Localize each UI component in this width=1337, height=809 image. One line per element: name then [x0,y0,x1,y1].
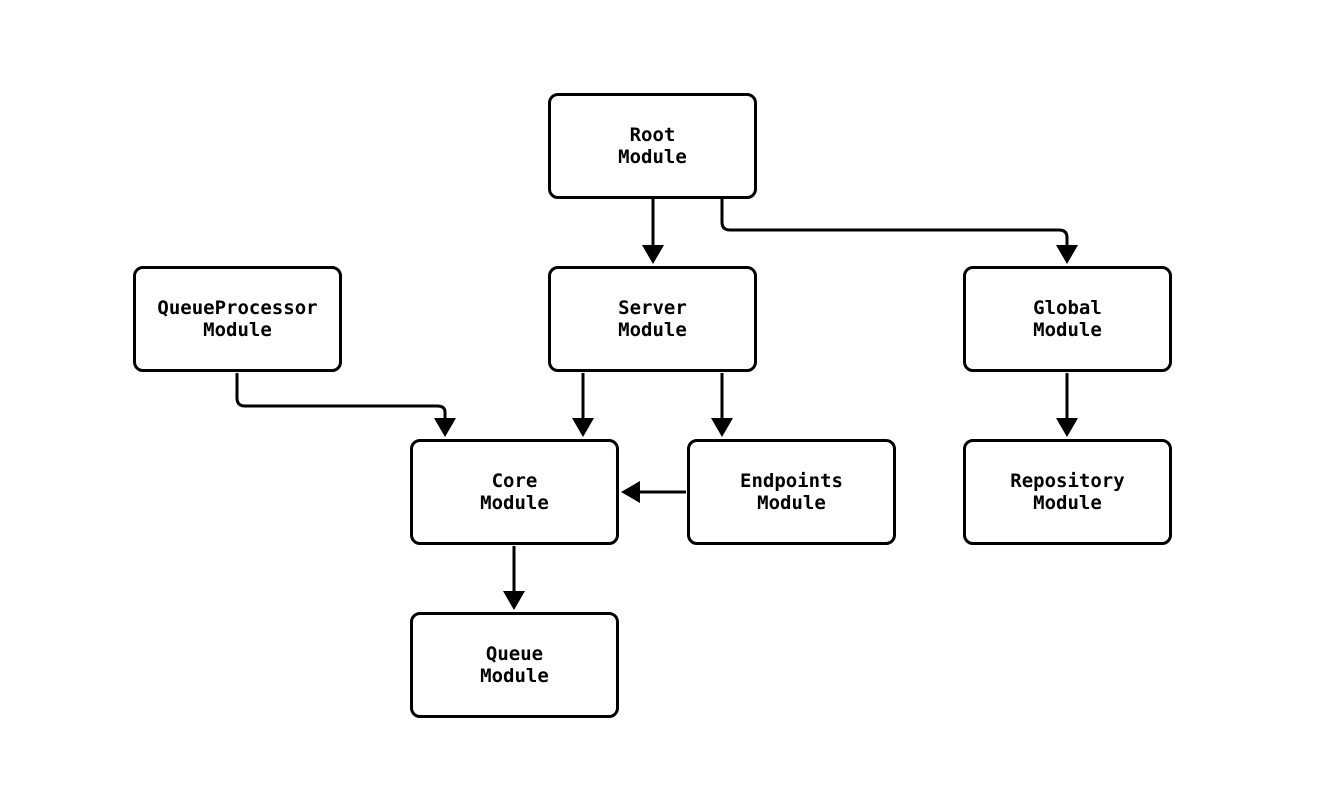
arrowhead [711,418,733,437]
edge-core-to-queue [503,546,525,610]
node-label: Global Module [1033,296,1102,341]
node-label: Server Module [618,296,687,341]
node-global-module[interactable]: Global Module [963,266,1172,372]
node-repository-module[interactable]: Repository Module [963,439,1172,545]
node-root-module[interactable]: Root Module [548,93,757,199]
arrowhead [503,591,525,610]
edge-global-to-repository [1056,373,1078,437]
arrowhead [572,418,594,437]
node-core-module[interactable]: Core Module [410,439,619,545]
edge-endpoints-to-core [621,481,686,503]
node-label: QueueProcessor Module [157,296,318,341]
node-label: Repository Module [1010,469,1125,514]
edge-queueprocessor-to-core [235,373,456,437]
node-queueprocessor-module[interactable]: QueueProcessor Module [133,266,342,372]
arrowhead [621,481,640,503]
node-endpoints-module[interactable]: Endpoints Module [687,439,896,545]
arrowhead [434,418,456,437]
arrowhead [642,245,664,264]
node-label: Endpoints Module [740,469,843,514]
node-server-module[interactable]: Server Module [548,266,757,372]
arrowhead [1056,245,1078,264]
node-queue-module[interactable]: Queue Module [410,612,619,718]
node-label: Root Module [618,123,687,168]
edge-server-to-core [572,373,594,437]
edge-root-to-server [642,199,664,264]
edge-root-to-global [720,199,1078,264]
node-label: Core Module [480,469,549,514]
edge-server-to-endpoints [711,373,733,437]
node-label: Queue Module [480,642,549,687]
arrowhead [1056,418,1078,437]
